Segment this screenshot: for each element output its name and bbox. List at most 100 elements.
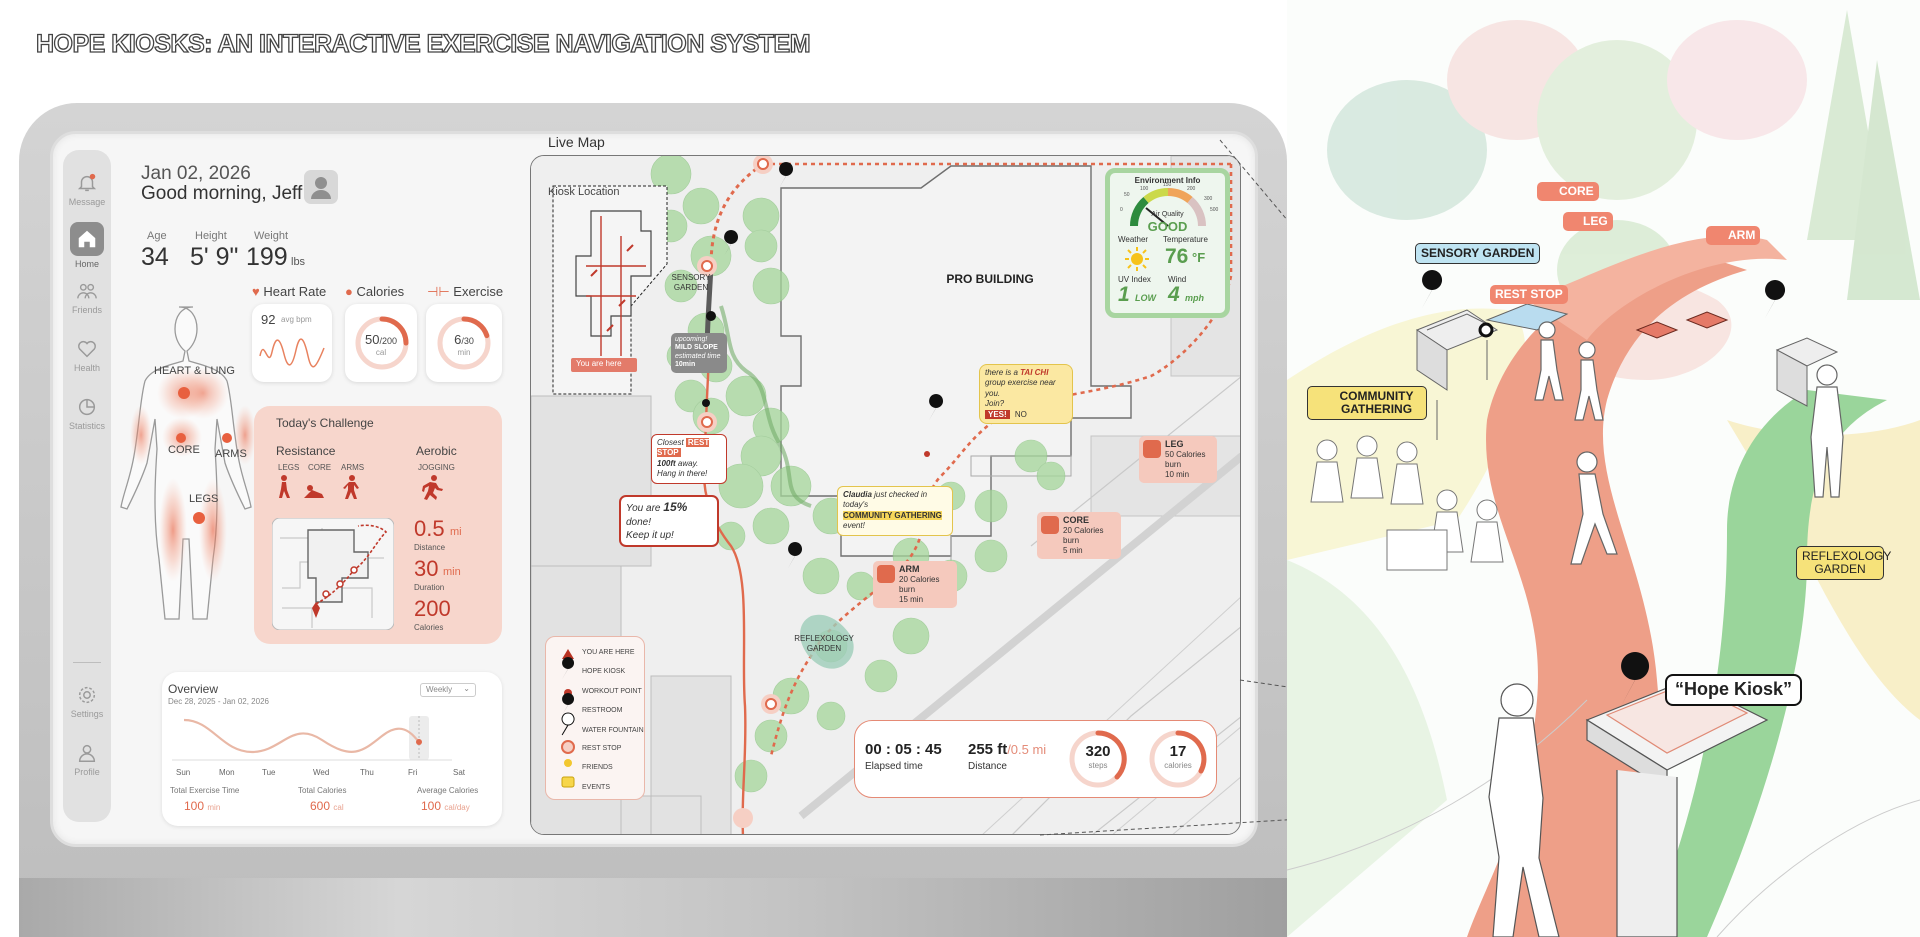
avg-calories-unit: cal/day	[444, 803, 470, 812]
friends-icon	[77, 283, 97, 299]
distance-unit: mi	[450, 526, 462, 538]
nav-separator	[73, 662, 101, 663]
wind-value: 4	[1168, 283, 1180, 306]
nav-settings-label: Settings	[70, 709, 104, 719]
legend-workout-point: WORKOUT POINT	[582, 688, 642, 695]
distance-value: 0.5	[414, 516, 445, 541]
sensory-garden-label: SENSORY GARDEN	[671, 273, 711, 292]
map-legend: YOU ARE HERE HOPE KIOSK WORKOUT POINT RE…	[545, 636, 645, 800]
challenge-route-map[interactable]	[272, 518, 394, 630]
calories-burn-ring	[1149, 730, 1207, 788]
duration-value: 30	[414, 556, 439, 581]
calories-target-label: Calories	[414, 623, 444, 632]
nav-home[interactable]: Home	[63, 222, 111, 269]
body-label-core: CORE	[168, 444, 200, 456]
period-select[interactable]: Weekly ⌄	[420, 683, 476, 697]
challenge-arms: ARMS	[341, 463, 365, 472]
calories-ring-progress	[355, 316, 409, 370]
scene-sensory-garden-label: SENSORY GARDEN	[1415, 243, 1541, 265]
legend-rest-stop: REST STOP	[582, 745, 622, 752]
calories-target-value: 200	[414, 596, 451, 621]
taichi-yes-button[interactable]: YES!	[985, 409, 1010, 419]
ex-value: 6	[454, 332, 462, 347]
wind-unit: mph	[1185, 293, 1204, 303]
body-label-arms: ARMS	[215, 448, 247, 460]
avatar-icon	[311, 177, 331, 199]
cal-unit: cal	[375, 348, 387, 357]
nav-message[interactable]: Message	[63, 172, 111, 207]
air-quality-value: GOOD	[1147, 219, 1188, 234]
leg-workout-tag[interactable]: LEG 50 Calories burn 10 min	[1139, 436, 1217, 484]
side-nav: Message Home Friends Health Statistics S…	[63, 150, 111, 822]
mild-slope-est: estimated time	[675, 352, 721, 360]
claudia-checkin-bubble: Claudia just checked in today's COMMUNIT…	[837, 486, 953, 536]
legend-events: EVENTS	[582, 784, 611, 791]
overview-card[interactable]: Overview Dec 28, 2025 - Jan 02, 2026 Wee…	[162, 672, 502, 826]
nav-profile[interactable]: Profile	[63, 742, 111, 777]
live-map-title: Live Map	[548, 134, 605, 150]
temperature-value: 76	[1165, 245, 1189, 268]
nav-health-label: Health	[73, 363, 100, 373]
avg-calories-value: 100 cal/day	[421, 799, 470, 813]
flame-icon: ●	[345, 284, 353, 299]
arm-workout-tag[interactable]: ARM 20 Calories burn 15 min	[873, 561, 957, 609]
taichi-bubble[interactable]: there is a TAI CHI group exercise near y…	[979, 364, 1073, 424]
total-exercise-number: 100	[184, 799, 205, 813]
nav-settings[interactable]: Settings	[63, 684, 111, 719]
avatar[interactable]	[304, 170, 338, 204]
workout-progress-panel: 00 : 05 : 45 Elapsed time 255 ft/0.5 mi …	[854, 720, 1217, 798]
challenge-card[interactable]: Today's Challenge Resistance Aerobic LEG…	[254, 406, 502, 644]
heart-rate-label: Heart Rate	[263, 284, 327, 299]
heart-rate-header: ♥ Heart Rate	[252, 284, 326, 299]
day-label-mon: Mon	[219, 768, 235, 777]
temperature-label: Temperature	[1163, 235, 1208, 244]
rest-stop-suffix: away.	[677, 458, 699, 468]
nav-health[interactable]: Health	[63, 338, 111, 373]
legend-kiosk-icon	[562, 657, 575, 679]
overview-title: Overview	[168, 682, 219, 696]
nav-friends[interactable]: Friends	[63, 280, 111, 315]
heart-rate-wave	[259, 338, 325, 368]
park-scene-drawing	[1287, 0, 1920, 937]
ex-total: /30	[461, 336, 474, 346]
wind-label: Wind	[1168, 275, 1187, 284]
rest-stop-bubble: Closest REST STOP 100ft away. Hang in th…	[651, 434, 727, 484]
dumbbell-icon: ⊣⊢	[427, 284, 450, 299]
legend-water-fountain: WATER FOUNTAIN	[582, 727, 644, 734]
legend-you-are-here-icon	[562, 649, 574, 659]
heart-rate-card[interactable]: 92 avg bpm	[252, 304, 332, 382]
kiosk-base	[19, 878, 1287, 937]
legend-rest-stop-icon	[561, 740, 575, 754]
calories-card[interactable]: 50/200 cal	[345, 304, 417, 382]
exercise-header: ⊣⊢ Exercise	[427, 284, 503, 300]
challenge-core: CORE	[308, 463, 332, 472]
mild-slope-upcoming: upcoming!	[675, 336, 708, 343]
elapsed-distance-total: /0.5 mi	[1007, 742, 1047, 757]
gauge-tick-200: 200	[1187, 186, 1196, 192]
legend-restroom: RESTROOM	[582, 707, 623, 714]
scene-arm-label: ARM	[1706, 226, 1761, 246]
exercise-card[interactable]: 6/30 min	[426, 304, 502, 382]
rest-stop-distance: 100ft	[657, 458, 676, 468]
claudia-event: COMMUNITY GATHERING	[843, 510, 942, 520]
legend-you-are-here: YOU ARE HERE	[582, 649, 635, 656]
bell-icon	[77, 173, 97, 192]
challenge-jogging: JOGGING	[418, 463, 455, 472]
env-title: Environment Info	[1134, 176, 1201, 185]
legend-hope-kiosk: HOPE KIOSK	[582, 668, 626, 675]
arm-tag-time: 15 min	[899, 595, 924, 605]
nav-profile-label: Profile	[74, 767, 100, 777]
taichi-no-button[interactable]: NO	[1014, 409, 1027, 419]
nav-statistics[interactable]: Statistics	[63, 396, 111, 431]
arm-workout-icon	[877, 565, 895, 583]
nav-statistics-label: Statistics	[68, 421, 105, 431]
legend-friends-icon	[564, 759, 572, 767]
taichi-line2: group exercise near you.	[985, 378, 1056, 398]
steps-label: steps	[1088, 761, 1108, 770]
gauge-tick-500: 500	[1210, 207, 1219, 213]
overview-range: Dec 28, 2025 - Jan 02, 2026	[168, 697, 269, 706]
core-workout-tag[interactable]: CORE 20 Calories burn 5 min	[1037, 512, 1121, 560]
cal-value: 50	[365, 332, 380, 347]
uv-index-label: UV Index	[1118, 275, 1151, 284]
leg-exercise-icon	[279, 475, 290, 498]
